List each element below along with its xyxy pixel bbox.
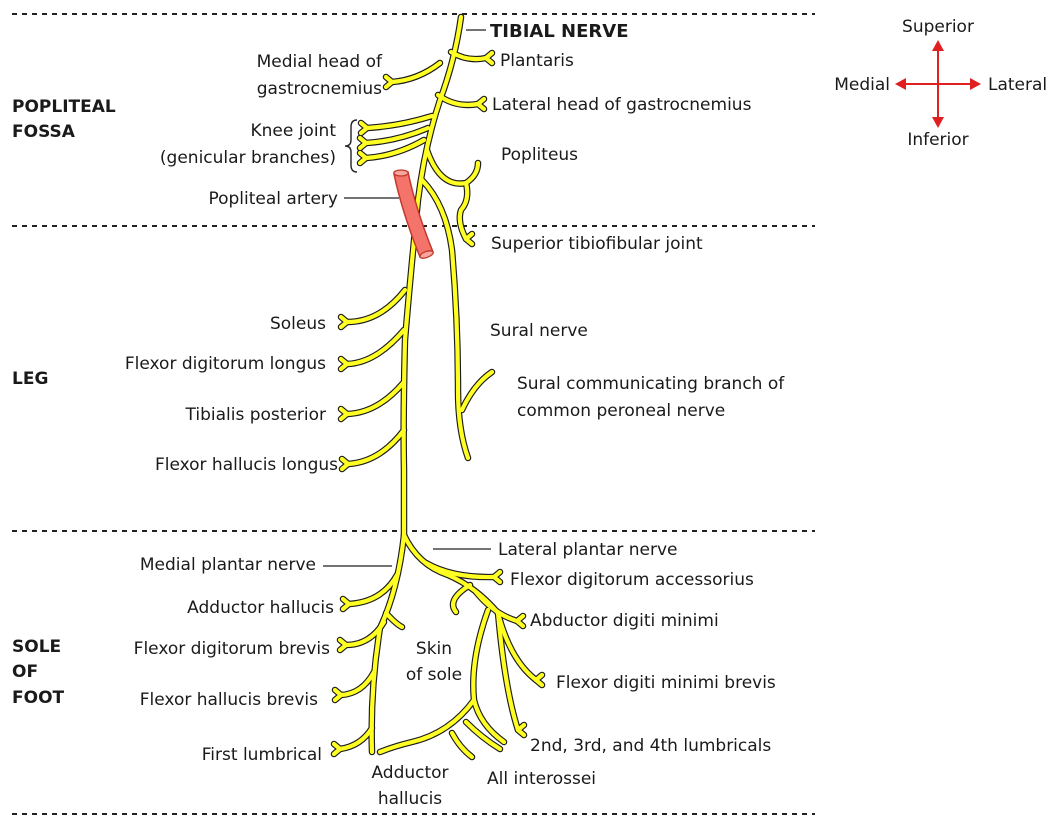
branch-interossei-mid: [452, 733, 472, 757]
label-adductor-hallucis-sole: Adductor hallucis: [187, 598, 334, 618]
region-popliteal-line2: FOSSA: [12, 122, 76, 142]
arrow-left-icon: [895, 78, 906, 90]
knee-joint-brace: [345, 120, 357, 172]
label-lateral-plantar: Lateral plantar nerve: [498, 540, 677, 560]
region-sole-line3: FOOT: [12, 688, 65, 708]
orientation-compass: Superior Inferior Medial Lateral: [834, 17, 1047, 150]
label-fdl: Flexor digitorum longus: [125, 354, 326, 374]
label-fdb: Flexor digitorum brevis: [134, 639, 330, 659]
label-interossei: All interossei: [487, 769, 596, 789]
label-first-lumbrical: First lumbrical: [202, 745, 322, 765]
label-sural-comm-1: Sural communicating branch of: [517, 374, 785, 394]
label-knee-joint-2: (genicular branches): [160, 148, 336, 168]
arrow-down-icon: [932, 117, 944, 128]
label-skin-2: of sole: [406, 665, 462, 685]
region-popliteal-line1: POPLITEAL: [12, 97, 116, 117]
region-sole-line2: OF: [12, 662, 38, 682]
label-adductor-2: hallucis: [378, 789, 442, 809]
compass-medial: Medial: [834, 75, 890, 95]
label-medial-plantar: Medial plantar nerve: [140, 555, 316, 575]
label-fda: Flexor digitorum accessorius: [510, 570, 754, 590]
branch-popliteus: [427, 150, 478, 184]
branch-lateral-deep: [453, 585, 470, 612]
label-adductor-1: Adductor: [371, 763, 448, 783]
label-popliteus: Popliteus: [501, 145, 578, 165]
sural-communicating-branch: [462, 372, 492, 410]
popliteal-artery-top-opening: [394, 170, 408, 176]
tibial-nerve-title: TIBIAL NERVE: [490, 21, 629, 42]
label-superior-tibiofibular: Superior tibiofibular joint: [491, 234, 703, 254]
label-lumbricals-234: 2nd, 3rd, and 4th lumbricals: [530, 736, 771, 756]
label-sural-comm-2: common peroneal nerve: [517, 401, 725, 421]
label-fhb: Flexor hallucis brevis: [140, 690, 318, 710]
label-skin-1: Skin: [416, 639, 452, 659]
compass-inferior: Inferior: [907, 130, 968, 150]
label-tibialis-posterior: Tibialis posterior: [185, 405, 327, 425]
arrow-up-icon: [932, 40, 944, 51]
label-sural-nerve: Sural nerve: [490, 321, 588, 341]
label-abductor-dm: Abductor digiti minimi: [530, 611, 719, 631]
labels: TIBIAL NERVE Medial head of gastrocnemiu…: [125, 21, 785, 809]
label-fdmb: Flexor digiti minimi brevis: [556, 673, 776, 693]
label-soleus: Soleus: [270, 314, 326, 334]
region-sole-line1: SOLE: [12, 637, 61, 657]
label-medial-head-2: gastrocnemius: [257, 79, 382, 99]
label-knee-joint-1: Knee joint: [250, 121, 336, 141]
branch-fhl-outline: [348, 430, 404, 464]
label-lateral-head: Lateral head of gastrocnemius: [492, 95, 752, 115]
compass-superior: Superior: [902, 17, 974, 37]
arrow-right-icon: [970, 78, 981, 90]
branch-tibialis-posterior-outline: [347, 382, 404, 414]
branch-fdl-outline: [347, 330, 404, 364]
label-medial-head-1: Medial head of: [257, 52, 383, 72]
medial-plantar-nerve: [372, 535, 404, 752]
label-fhl: Flexor hallucis longus: [155, 455, 338, 475]
region-leg: LEG: [12, 369, 48, 389]
label-popliteal-artery: Popliteal artery: [208, 189, 338, 209]
branch-soleus: [347, 290, 405, 322]
branch-lateral-gastrocnemius: [438, 95, 478, 105]
label-plantaris: Plantaris: [500, 51, 574, 71]
compass-lateral: Lateral: [988, 75, 1047, 95]
